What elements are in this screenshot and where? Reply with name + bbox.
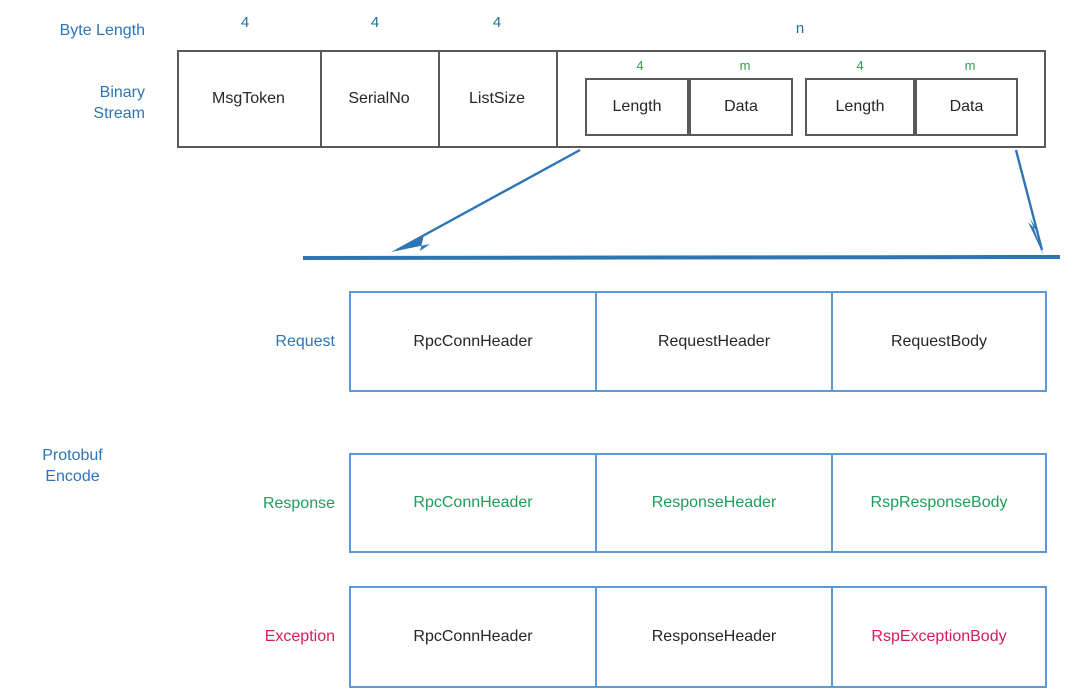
byte-length-list-n: n [795,20,805,37]
entry-1-length-box: Length [585,78,689,136]
binary-divider-3 [556,50,558,148]
byte-length-msgtoken: 4 [240,14,250,31]
response-responseheader-cell: ResponseHeader [597,455,833,551]
row-label-exception: Exception [264,628,335,645]
protobuf-row-response: RpcConnHeader ResponseHeader RspResponse… [349,453,1047,553]
exception-responseheader-cell: ResponseHeader [597,588,833,686]
entry-1-data-box: Data [689,78,793,136]
request-rpcconnheader-cell: RpcConnHeader [351,293,597,390]
protobuf-encode-label: Protobuf Encode [42,447,103,485]
response-rpcconnheader-cell: RpcConnHeader [351,455,597,551]
entry-1-length-size: 4 [636,58,644,73]
binary-stream-label: Binary Stream [93,84,145,122]
byte-length-serialno: 4 [370,14,380,31]
right-arrow-head [1028,218,1044,256]
binary-stream-frame [177,50,1046,148]
entry-2-data-size: m [964,58,976,73]
expansion-baseline [302,255,1061,260]
left-arrow-shaft [396,148,581,252]
protobuf-row-exception: RpcConnHeader ResponseHeader RspExceptio… [349,586,1047,688]
request-requestbody-cell: RequestBody [890,332,988,350]
binary-cell-serialno: SerialNo [348,90,410,107]
binary-cell-listsize: ListSize [468,90,526,107]
binary-divider-2 [438,50,440,148]
byte-length-listsize: 4 [492,14,502,31]
entry-2-length-size: 4 [856,58,864,73]
left-arrow-head [391,235,430,252]
entry-1-data-size: m [739,58,751,73]
row-label-request: Request [275,333,335,350]
entry-2-data-box: Data [915,78,1018,136]
binary-cell-msgtoken: MsgToken [212,90,285,107]
row-label-response: Response [262,495,335,512]
entry-2-length-box: Length [805,78,915,136]
protobuf-row-request: RpcConnHeader RequestHeader RequestBody [349,291,1047,392]
right-arrow-shaft [1014,149,1044,251]
request-requestheader-cell: RequestHeader [597,293,833,390]
binary-divider-1 [320,50,322,148]
exception-rspexceptionbody-cell: RspExceptionBody [871,628,1007,645]
byte-length-label: Byte Length [59,22,145,39]
exception-rpcconnheader-cell: RpcConnHeader [351,588,597,686]
response-rspresponsebody-cell: RspResponseBody [870,494,1008,511]
